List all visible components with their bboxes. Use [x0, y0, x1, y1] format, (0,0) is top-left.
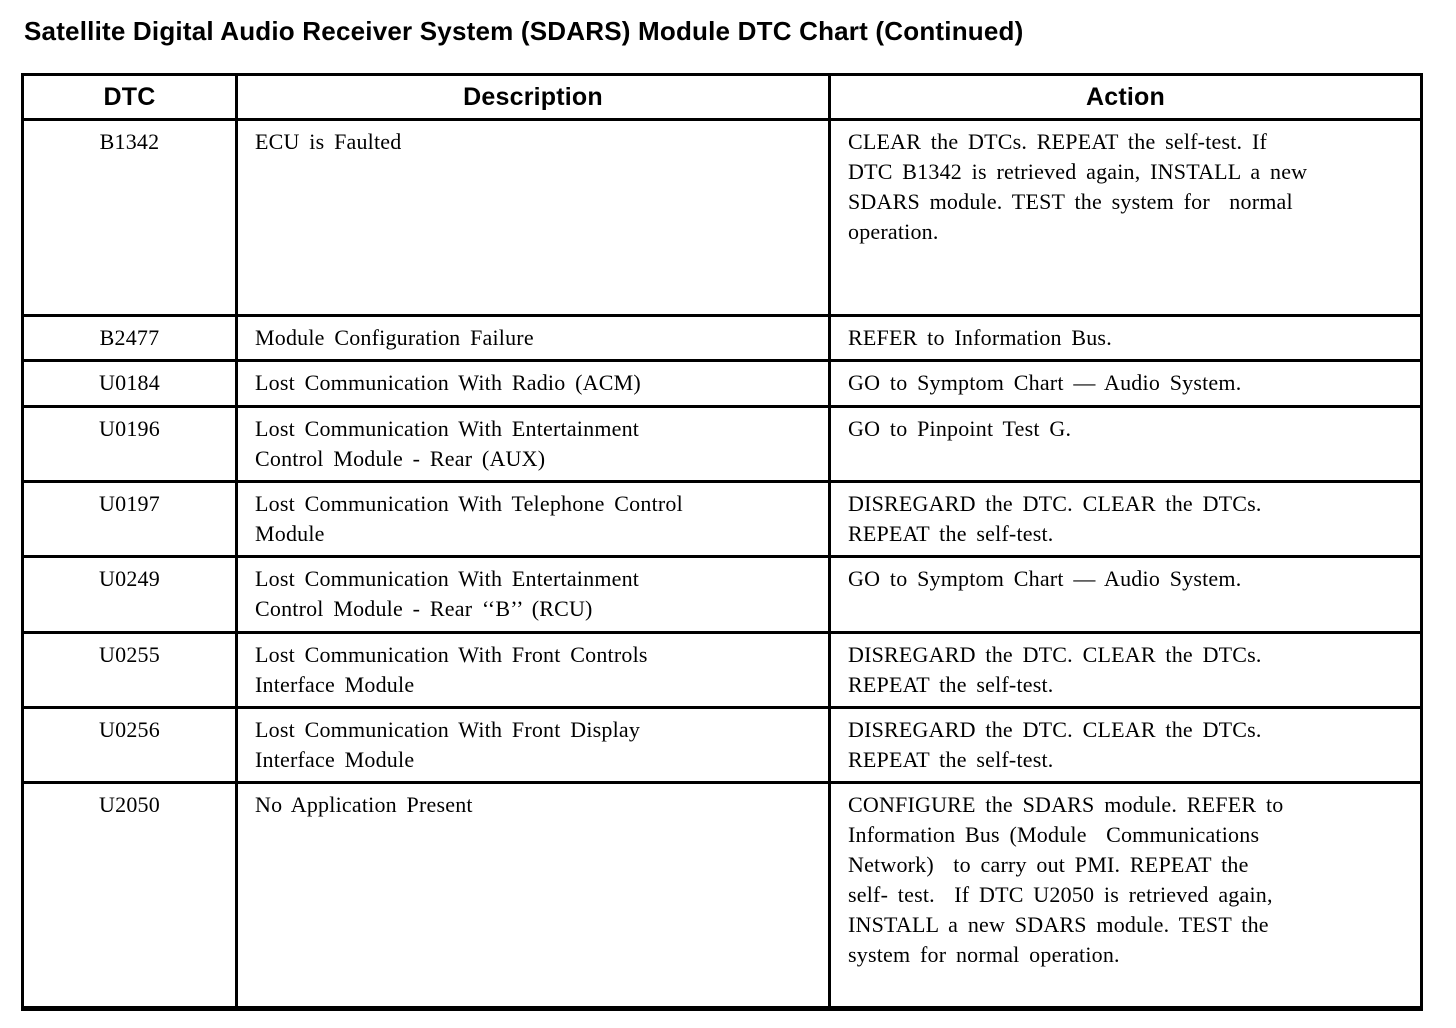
dtc-cell: B2477 — [21, 314, 238, 362]
dtc-cell: B1342 — [21, 118, 238, 317]
header-cell-dtc: DTC — [21, 73, 238, 121]
action-cell: GO to Symptom Chart — Audio System. — [828, 359, 1423, 408]
dtc-cell: U0196 — [21, 405, 238, 483]
action-cell: GO to Symptom Chart — Audio System. — [828, 555, 1423, 634]
description-cell: No Application Present — [235, 781, 831, 1010]
description-cell: Module Configuration Failure — [235, 314, 831, 362]
action-cell: DISREGARD the DTC. CLEAR the DTCs. REPEA… — [828, 631, 1423, 709]
page-title: Satellite Digital Audio Receiver System … — [24, 16, 1024, 46]
header-cell-action: Action — [828, 73, 1423, 121]
table-header-row: DTC Description Action — [21, 73, 1423, 121]
action-cell: REFER to Information Bus. — [828, 314, 1423, 362]
header-cell-description: Description — [235, 73, 831, 121]
dtc-cell: U0197 — [21, 480, 238, 558]
action-cell: DISREGARD the DTC. CLEAR the DTCs. REPEA… — [828, 706, 1423, 784]
dtc-cell: U2050 — [21, 781, 238, 1010]
description-cell: Lost Communication With Radio (ACM) — [235, 359, 831, 408]
description-cell: Lost Communication With Front Controls I… — [235, 631, 831, 709]
description-cell: Lost Communication With Front Display In… — [235, 706, 831, 784]
description-cell: Lost Communication With Entertainment Co… — [235, 555, 831, 634]
page: { "title": "Satellite Digital Audio Rece… — [0, 16, 1456, 1028]
dtc-cell: U0184 — [21, 359, 238, 408]
description-cell: ECU is Faulted — [235, 118, 831, 317]
action-cell: DISREGARD the DTC. CLEAR the DTCs. REPEA… — [828, 480, 1423, 558]
action-cell: GO to Pinpoint Test G. — [828, 405, 1423, 483]
description-cell: Lost Communication With Entertainment Co… — [235, 405, 831, 483]
dtc-cell: U0249 — [21, 555, 238, 634]
dtc-cell: U0255 — [21, 631, 238, 709]
action-cell: CLEAR the DTCs. REPEAT the self-test. If… — [828, 118, 1423, 317]
dtc-cell: U0256 — [21, 706, 238, 784]
description-cell: Lost Communication With Telephone Contro… — [235, 480, 831, 558]
action-cell: CONFIGURE the SDARS module. REFER to Inf… — [828, 781, 1423, 1010]
